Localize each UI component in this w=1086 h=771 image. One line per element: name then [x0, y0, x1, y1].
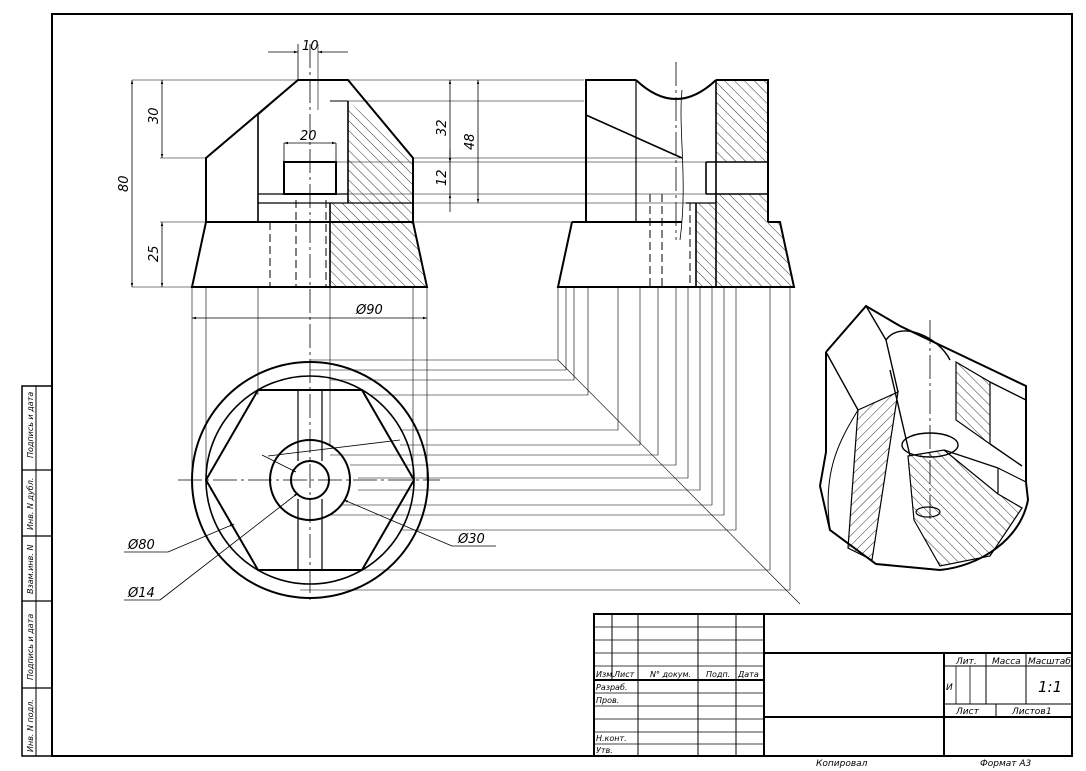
tb-lit-value: И	[946, 683, 953, 693]
tb-sheets-count: 1	[1046, 707, 1052, 717]
dimension-lines	[124, 44, 496, 601]
tb-list: Лист	[613, 670, 635, 679]
isometric-view	[818, 304, 1030, 571]
dim-80: 80	[117, 175, 132, 192]
tb-izm: Изм.	[596, 670, 615, 679]
tb-n-dokum: N° докум.	[650, 670, 691, 679]
side-label-vzam-inv: Взам.инв. N	[26, 545, 35, 594]
dim-30: 30	[147, 107, 162, 124]
dim-32: 32	[435, 119, 450, 136]
dim-dia80: Ø80	[127, 538, 155, 553]
footer-format: Формат А3	[980, 759, 1032, 769]
side-label-inv-dubl: Инв. N дубл.	[26, 478, 35, 530]
side-label-podpis-2: Подпись и дата	[26, 614, 35, 680]
tb-podp: Подп.	[706, 670, 730, 679]
tb-prov: Пров.	[596, 696, 619, 705]
dim-12: 12	[435, 169, 450, 186]
side-strip: Подпись и дата Инв. N дубл. Взам.инв. N …	[21, 385, 53, 757]
dim-20: 20	[300, 129, 317, 144]
dim-48: 48	[463, 133, 478, 150]
tb-sheet-label: Лист	[955, 707, 980, 717]
tb-n-kont: Н.конт.	[596, 734, 627, 743]
dim-dia14: Ø14	[127, 586, 155, 601]
footer-copied: Копировал	[816, 759, 868, 769]
side-view	[556, 62, 796, 288]
side-label-inv-podl: Инв. N подл.	[26, 699, 35, 752]
tb-lit: Лит.	[955, 657, 977, 667]
front-view	[190, 44, 429, 600]
dim-dia90: Ø90	[355, 303, 383, 318]
tb-razrab: Разраб.	[596, 683, 627, 692]
title-block	[593, 613, 1073, 757]
top-view	[178, 361, 440, 599]
tb-masshtab: Масштаб	[1028, 657, 1071, 667]
tb-sheets-label: Листов	[1011, 707, 1046, 717]
tb-massa: Масса	[992, 657, 1021, 667]
dim-10: 10	[302, 39, 319, 54]
tb-scale-value: 1:1	[1038, 678, 1062, 696]
tb-data: Дата	[737, 670, 759, 679]
tb-utv: Утв.	[596, 746, 613, 755]
drawing-frame	[51, 13, 1073, 757]
dim-dia30: Ø30	[457, 532, 485, 547]
dim-25: 25	[147, 245, 162, 262]
side-label-podpis-1: Подпись и дата	[26, 392, 35, 458]
